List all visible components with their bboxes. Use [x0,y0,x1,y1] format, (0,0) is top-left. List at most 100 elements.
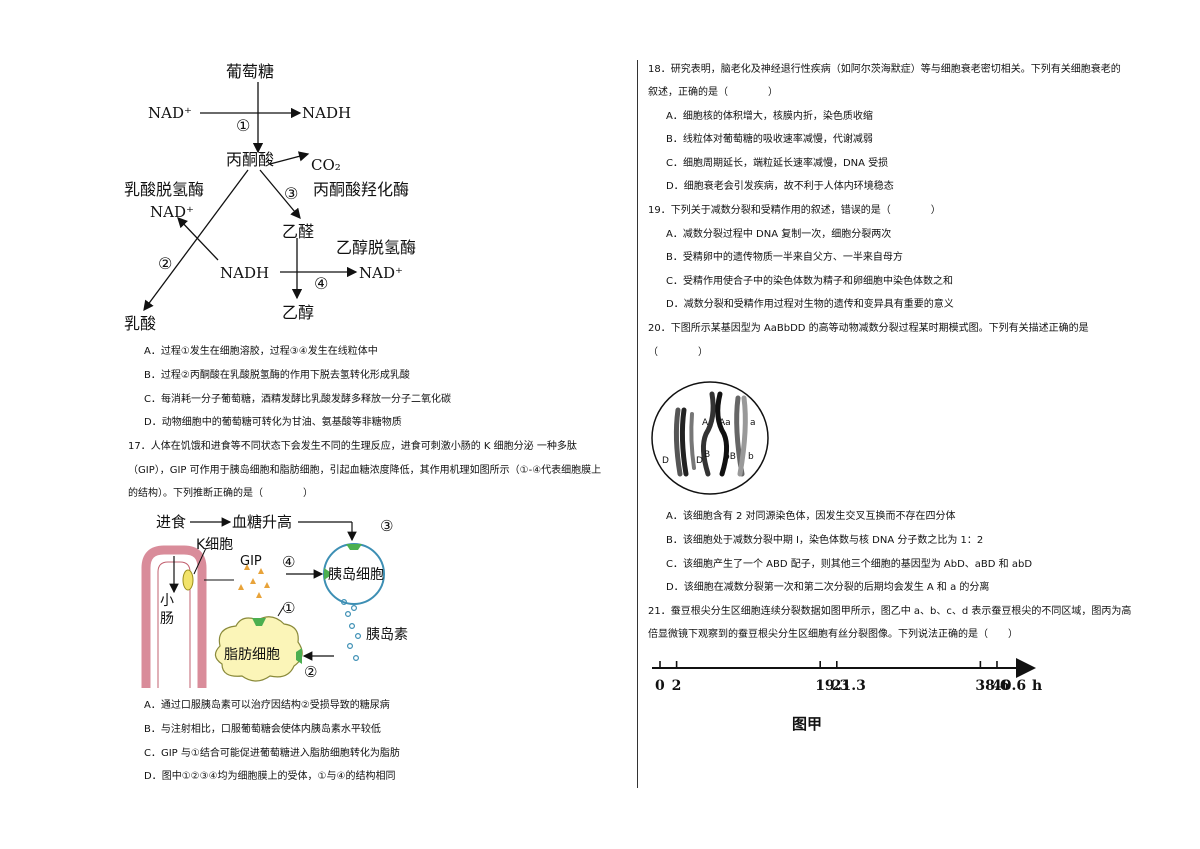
q21-stem-line-1: 21．蚕豆根尖分生区细胞连续分裂数据如图甲所示，图乙中 a、b、c、d 表示蚕豆… [648,606,1132,617]
insulin-dot [345,610,352,617]
q18-option-c: C．细胞周期延长，端粒延长速率减慢，DNA 受损 [666,158,889,169]
q18-option-d: D．细胞衰老会引发疾病，故不利于人体内环境稳态 [666,181,894,192]
pyruvate-label: 丙酮酸 [226,150,275,169]
insulin-dot [351,604,358,611]
alcohol-dehydrogenase-label: 乙醇脱氢酶 [336,238,417,257]
step-4-label: ④ [314,274,329,293]
q18-option-a: A．细胞核的体积增大，核膜内折，染色质收缩 [666,111,873,122]
timeline-tick-label: 2 [671,678,682,694]
right-column: 18．研究表明，脑老化及神经退行性疾病（如阿尔茨海默症）等与细胞衰老密切相关。下… [640,0,1200,849]
glucose-rise-label: 血糖升高 [232,513,293,531]
q20-option-c: C．该细胞产生了一个 ABD 配子，则其他三个细胞的基因型为 AbD、aBD 和… [666,559,1033,570]
insulin-dot [341,598,348,605]
nadh-label-2: NADH [220,264,270,282]
gip-svg [141,517,385,688]
insulin-dot [353,655,360,662]
gip-particle [238,584,244,590]
arrow-to-acetaldehyde [259,169,301,219]
chromosome-5 [715,391,730,477]
receptor-1-pointer [277,605,285,617]
column-divider [637,60,638,788]
receptor-1-shape [252,618,266,626]
receptor-3-shape [346,544,362,550]
glucose-label: 葡萄糖 [226,62,275,81]
insulin-dot [349,622,356,629]
timeline-tick-label: 21.3 [831,678,866,694]
q16-option-b: B．过程②丙酮酸在乳酸脱氢酶的作用下脱去氢转化形成乳酸 [144,370,410,381]
q17-option-b: B．与注射相比，口服葡萄糖会使体内胰岛素水平较低 [144,724,381,735]
small-intestine-label-1: 小 [160,593,174,609]
left-column: 葡萄糖 NAD⁺ NADH ① 丙酮酸 CO₂ ③ 丙酮酸羟化酶 乳酸脱氢酶 N… [124,60,602,782]
islet-cell-label: 胰岛细胞 [328,567,384,583]
receptor-2-shape [296,648,302,664]
fat-cell-label: 脂肪细胞 [224,647,280,663]
step-1-label: ① [236,116,251,135]
receptor-2-label: ② [304,663,318,681]
gip-particle [244,564,250,570]
q18-stem-line-2: 叙述，正确的是（ ） [648,87,778,98]
meiosis-cell-figure: A Aa a D D B bB b [650,378,770,498]
q17-stem-line-2: （GIP），GIP 可作用于胰岛细胞和脂肪细胞，引起血糖浓度降低，其作用机理如图… [128,465,602,476]
q16-option-c: C．每消耗一分子葡萄糖，酒精发酵比乳酸发酵多释放一分子二氧化碳 [144,394,451,405]
nad-plus-label-1: NAD⁺ [148,104,192,122]
small-intestine-label-2: 肠 [160,611,174,627]
q20-option-a: A．该细胞含有 2 对同源染色体，因发生交叉互换而不存在四分体 [666,511,956,522]
eating-label: 进食 [156,513,187,531]
timeline-svg [652,658,1036,678]
q19-option-a: A．减数分裂过程中 DNA 复制一次，细胞分裂两次 [666,229,892,240]
cell-svg [651,381,769,495]
chromosome-4 [700,391,716,477]
gene-label-a: a [750,418,756,428]
cell-membrane [651,381,769,495]
k-cell-label: K细胞 [196,537,234,553]
k-cell-shape [182,569,194,591]
insulin-dot [355,632,362,639]
q18-option-b: B．线粒体对葡萄糖的吸收速率减慢，代谢减弱 [666,134,873,145]
q17-option-a: A．通过口服胰岛素可以治疗因结构②受损导致的糖尿病 [144,700,390,711]
timeline-ticks [659,661,998,668]
step-3-label: ③ [284,184,299,203]
timeline-tick-label: 40.6 [991,678,1027,694]
pathway-svg [143,82,358,312]
chromosome-3 [689,412,696,470]
nad-plus-label-2: NAD⁺ [150,203,194,221]
acetaldehyde-label: 乙醛 [282,222,315,241]
receptor-4-label: ④ [282,553,296,571]
nad-plus-label-3: NAD⁺ [359,264,403,282]
gene-label-Aa: Aa [719,418,731,428]
receptor-3-label: ③ [380,517,394,535]
q17-option-c: C．GIP 与①结合可能促进葡萄糖进入脂肪细胞转化为脂肪 [144,748,400,759]
chromosome-7 [737,395,748,477]
nadh-label-1: NADH [302,104,352,122]
gip-particle [264,582,270,588]
insulin-dot [347,643,354,650]
fermentation-pathway-figure: 葡萄糖 NAD⁺ NADH ① 丙酮酸 CO₂ ③ 丙酮酸羟化酶 乳酸脱氢酶 N… [124,60,450,340]
timeline-tick-label: 38.6 [975,678,1010,694]
timeline-unit: h [1032,678,1043,694]
timeline-caption: 图甲 [792,715,823,733]
q17-stem-line-3: 的结构）。下列推断正确的是（ ） [128,488,313,499]
gene-label-D-2: D [696,456,703,466]
chromosome-1 [673,407,683,477]
gip-particle [250,578,256,584]
lactate-label: 乳酸 [124,314,157,333]
q16-option-a: A．过程①发生在细胞溶胶，过程③④发生在线粒体中 [144,346,378,357]
q18-stem-line-1: 18．研究表明，脑老化及神经退行性疾病（如阿尔茨海默症）等与细胞衰老密切相关。下… [648,64,1121,75]
pyruvate-enzyme-label: 丙酮酸羟化酶 [313,180,410,199]
gip-mechanism-figure: 进食 血糖升高 ③ K细胞 GIP ④ 胰岛细胞 小 肠 ① 胰岛素 脂肪细胞 … [138,508,428,688]
q20-stem-line-1: 20．下图所示某基因型为 AaBbDD 的高等动物减数分裂过程某时期模式图。下列… [648,323,1089,334]
receptor-4-shape [324,568,330,580]
q19-option-b: B．受精卵中的遗传物质一半来自父方、一半来自母方 [666,252,903,263]
gip-label: GIP [240,554,262,569]
q17-stem-line-1: 17．人体在饥饿和进食等不同状态下会发生不同的生理反应，进食可刺激小肠的 K 细… [128,441,577,452]
gene-label-B: B [704,450,711,460]
q21-stem-line-2: 倍显微镜下观察到的蚕豆根尖分生区细胞有丝分裂图像。下列说法正确的是（ ） [648,629,1018,640]
arrow-to-lactate [143,169,249,312]
lactate-dehydrogenase-label: 乳酸脱氢酶 [124,180,205,199]
chromosome-2 [679,407,689,477]
q20-stem-line-2: （ ） [648,347,708,358]
ethanol-label: 乙醇 [282,303,315,322]
q19-option-d: D．减数分裂和受精作用过程对生物的遗传和变异具有重要的意义 [666,299,954,310]
q20-option-d: D．该细胞在减数分裂第一次和第二次分裂的后期均会发生 A 和 a 的分离 [666,582,990,593]
